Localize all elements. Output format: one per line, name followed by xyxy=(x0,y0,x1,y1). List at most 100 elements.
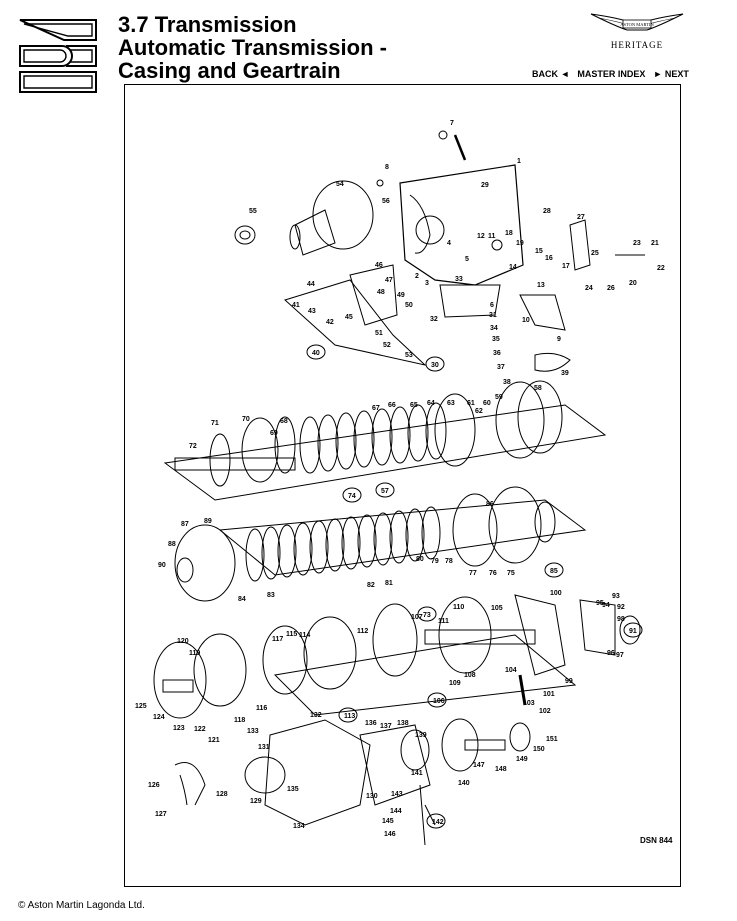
callout-31: 31 xyxy=(489,312,497,319)
callout-20: 20 xyxy=(629,280,637,287)
callout-circle xyxy=(427,692,447,708)
callout-2: 2 xyxy=(415,273,419,280)
page-title: 3.7 Transmission Automatic Transmission … xyxy=(118,13,387,82)
clutch-plate xyxy=(371,408,393,466)
callout-circle xyxy=(426,813,446,829)
clutch-plate xyxy=(335,412,357,470)
callout-69: 69 xyxy=(270,430,278,437)
callout-58: 58 xyxy=(534,385,542,392)
callout-5: 5 xyxy=(465,256,469,263)
callout-147: 147 xyxy=(473,762,485,769)
master-index-link[interactable]: MASTER INDEX xyxy=(577,69,646,79)
callout-98: 98 xyxy=(617,616,625,623)
callout-107: 107 xyxy=(411,614,423,621)
aston-martin-heritage-logo: ASTON MARTIN HERITAGE xyxy=(588,8,686,50)
callout-14: 14 xyxy=(509,264,517,271)
callout-48: 48 xyxy=(377,289,385,296)
callout-74: 74 xyxy=(348,493,356,500)
callout-87: 87 xyxy=(181,521,189,528)
callout-43: 43 xyxy=(308,308,316,315)
callout-44: 44 xyxy=(307,281,315,288)
callout-42: 42 xyxy=(326,319,334,326)
callout-106: 106 xyxy=(433,698,445,705)
dbs-logo xyxy=(19,19,97,93)
callout-129: 129 xyxy=(250,798,262,805)
callout-86: 86 xyxy=(486,501,494,508)
callout-85: 85 xyxy=(550,568,558,575)
drawing-reference: DSN 844 xyxy=(640,836,673,845)
clutch-plate xyxy=(405,508,425,562)
callout-130: 130 xyxy=(366,793,378,800)
callout-8: 8 xyxy=(385,164,389,171)
callout-102: 102 xyxy=(539,708,551,715)
callout-circle xyxy=(306,344,326,360)
callout-97: 97 xyxy=(616,652,624,659)
callout-126: 126 xyxy=(148,782,160,789)
callout-120: 120 xyxy=(177,638,189,645)
callout-19: 19 xyxy=(516,240,524,247)
clutch-plate xyxy=(341,516,361,570)
callout-11: 11 xyxy=(488,233,496,240)
copyright-notice: © Aston Martin Lagonda Ltd. xyxy=(18,900,145,911)
callout-26: 26 xyxy=(607,285,615,292)
callout-49: 49 xyxy=(397,292,405,299)
callout-71: 71 xyxy=(211,420,219,427)
callout-139: 139 xyxy=(415,732,427,739)
callout-47: 47 xyxy=(385,277,393,284)
callout-29: 29 xyxy=(481,182,489,189)
callout-62: 62 xyxy=(475,408,483,415)
callout-108: 108 xyxy=(464,672,476,679)
callout-140: 140 xyxy=(458,780,470,787)
callout-21: 21 xyxy=(651,240,659,247)
callout-61: 61 xyxy=(467,400,475,407)
callout-63: 63 xyxy=(447,400,455,407)
callout-67: 67 xyxy=(372,405,380,412)
callout-13: 13 xyxy=(537,282,545,289)
callout-18: 18 xyxy=(505,230,513,237)
callout-136: 136 xyxy=(365,720,377,727)
callout-54: 54 xyxy=(336,181,344,188)
clutch-plate xyxy=(389,510,409,564)
callout-103: 103 xyxy=(523,700,535,707)
clutch-plate xyxy=(325,518,345,572)
callout-82: 82 xyxy=(367,582,375,589)
callout-circle xyxy=(417,606,437,622)
title-line-2: Automatic Transmission - xyxy=(118,35,387,60)
callout-89: 89 xyxy=(204,518,212,525)
clutch-plate xyxy=(277,524,297,578)
callout-127: 127 xyxy=(155,811,167,818)
callout-64: 64 xyxy=(427,400,435,407)
callout-circle xyxy=(425,356,445,372)
callout-6: 6 xyxy=(490,302,494,309)
callout-10: 10 xyxy=(522,317,530,324)
callout-72: 72 xyxy=(189,443,197,450)
callout-149: 149 xyxy=(516,756,528,763)
callout-4: 4 xyxy=(447,240,451,247)
callout-39: 39 xyxy=(561,370,569,377)
callout-119: 119 xyxy=(189,650,200,657)
callout-16: 16 xyxy=(545,255,553,262)
callout-128: 128 xyxy=(216,791,228,798)
callout-70: 70 xyxy=(242,416,250,423)
next-link[interactable]: ► NEXT xyxy=(653,69,689,79)
callout-circle xyxy=(375,482,395,498)
callout-34: 34 xyxy=(490,325,498,332)
callout-80: 80 xyxy=(416,556,424,563)
callout-41: 41 xyxy=(292,302,300,309)
clutch-plate xyxy=(407,404,429,462)
back-link[interactable]: BACK ◄ xyxy=(532,69,570,79)
callout-38: 38 xyxy=(503,379,511,386)
callout-124: 124 xyxy=(153,714,165,721)
callout-15: 15 xyxy=(535,248,543,255)
callout-56: 56 xyxy=(382,198,390,205)
callout-79: 79 xyxy=(431,558,439,565)
callout-123: 123 xyxy=(173,725,185,732)
clutch-plate xyxy=(245,528,265,582)
callout-60: 60 xyxy=(483,400,491,407)
callout-84: 84 xyxy=(238,596,246,603)
clutch-plate xyxy=(425,402,447,460)
brand-text: ASTON MARTIN xyxy=(620,22,654,27)
callout-145: 145 xyxy=(382,818,394,825)
callout-143: 143 xyxy=(391,791,403,798)
callout-81: 81 xyxy=(385,580,393,587)
